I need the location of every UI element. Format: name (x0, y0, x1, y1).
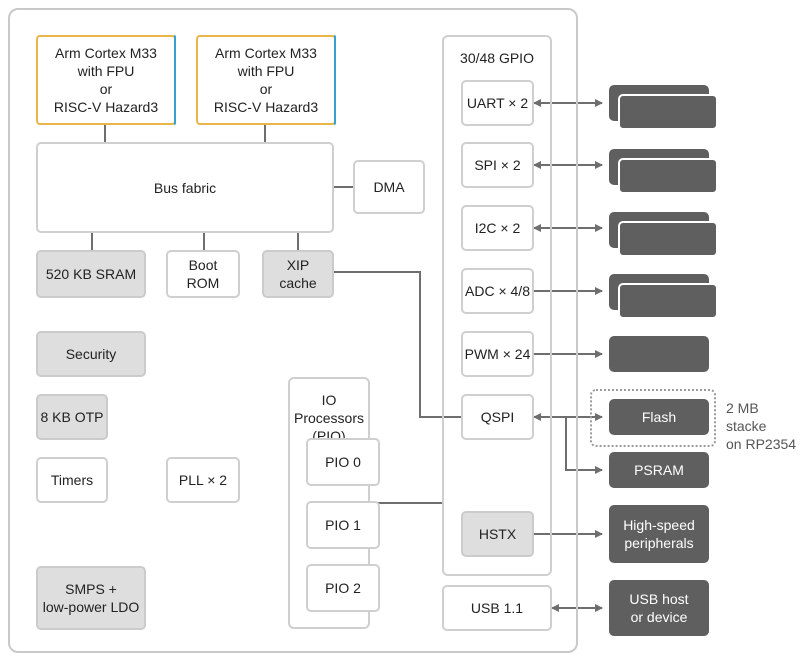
usb-block: USB 1.1 (442, 585, 552, 631)
otp-label: 8 KB OTP (40, 409, 104, 425)
stacked-flash-outline (590, 389, 716, 447)
cpu-core-0: Arm Cortex M33 with FPU or RISC-V Hazard… (36, 35, 176, 125)
gpio-qspi: QSPI (461, 394, 534, 440)
flash-label: Flash (641, 409, 677, 425)
gpio-uart: UART × 2 (461, 80, 534, 126)
pio-block-label: PIO 1 (325, 517, 361, 533)
gpio-i2c: I2C × 2 (461, 205, 534, 251)
gpio-pwm: PWM × 24 (461, 331, 534, 377)
pio-panel-title: IO Processors (PIO) (293, 392, 365, 444)
pio-block-label: PIO 2 (325, 580, 361, 596)
usb-host-block: USB host or device (609, 580, 709, 636)
gpio-block-label: I2C × 2 (474, 220, 521, 236)
external-peripheral-spi (618, 158, 718, 194)
cpu-core-label: Arm Cortex M33 with FPU or RISC-V Hazard… (213, 45, 319, 115)
external-peripheral-uart (618, 94, 718, 130)
xip-cache-block: XIP cache (262, 250, 334, 298)
sram-block: 520 KB SRAM (36, 250, 146, 298)
pio-block-2: PIO 2 (306, 564, 380, 612)
pll-block: PLL × 2 (166, 457, 240, 503)
external-peripheral-adc (618, 283, 718, 319)
pll-label: PLL × 2 (178, 472, 228, 488)
gpio-adc: ADC × 4/8 (461, 268, 534, 314)
smps-label: SMPS + low-power LDO (42, 581, 140, 615)
cpu-accent-edge (334, 35, 336, 125)
cpu-core-1: Arm Cortex M33 with FPU or RISC-V Hazard… (196, 35, 336, 125)
xip-cache-label: XIP cache (279, 257, 317, 291)
external-peripheral-i2c (618, 221, 718, 257)
external-peripheral-pwm (609, 336, 709, 372)
timers-label: Timers (50, 472, 94, 488)
gpio-block-label: QSPI (480, 409, 515, 425)
bus-fabric: Bus fabric (36, 142, 334, 233)
usb-label: USB 1.1 (470, 600, 524, 616)
otp-block: 8 KB OTP (36, 394, 108, 440)
high-speed-peripherals-block: High-speed peripherals (609, 505, 709, 563)
gpio-hstx: HSTX (461, 511, 534, 557)
pio-block-0: PIO 0 (306, 438, 380, 486)
psram-block: PSRAM (609, 452, 709, 488)
gpio-block-label: HSTX (478, 526, 517, 542)
boot-rom-block: Boot ROM (166, 250, 240, 298)
gpio-spi: SPI × 2 (461, 142, 534, 188)
security-label: Security (65, 346, 117, 362)
gpio-panel-title: 30/48 GPIO (460, 50, 534, 66)
dma-block: DMA (353, 160, 425, 214)
gpio-block-label: PWM × 24 (464, 346, 531, 362)
usb-host-label: USB host or device (629, 591, 689, 625)
dma-label: DMA (373, 179, 405, 195)
bus-fabric-label: Bus fabric (153, 179, 217, 196)
boot-rom-label: Boot ROM (186, 257, 220, 291)
gpio-block-label: ADC × 4/8 (465, 283, 530, 299)
security-block: Security (36, 331, 146, 377)
timers-block: Timers (36, 457, 108, 503)
psram-label: PSRAM (634, 462, 684, 478)
cpu-accent-edge (174, 35, 176, 125)
pio-block-label: PIO 0 (325, 454, 361, 470)
cpu-core-label: Arm Cortex M33 with FPU or RISC-V Hazard… (53, 45, 159, 115)
high-speed-peripherals-label: High-speed peripherals (623, 517, 695, 551)
smps-block: SMPS + low-power LDO (36, 566, 146, 630)
flash-block: Flash (609, 399, 709, 435)
pio-block-1: PIO 1 (306, 501, 380, 549)
stacked-flash-note: 2 MB stacke on RP2354 (726, 400, 797, 452)
chip-outline (8, 8, 578, 653)
gpio-block-label: UART × 2 (466, 95, 529, 111)
gpio-block-label: SPI × 2 (474, 157, 521, 173)
sram-label: 520 KB SRAM (45, 266, 137, 282)
gpio-panel: 30/48 GPIO (442, 35, 552, 576)
